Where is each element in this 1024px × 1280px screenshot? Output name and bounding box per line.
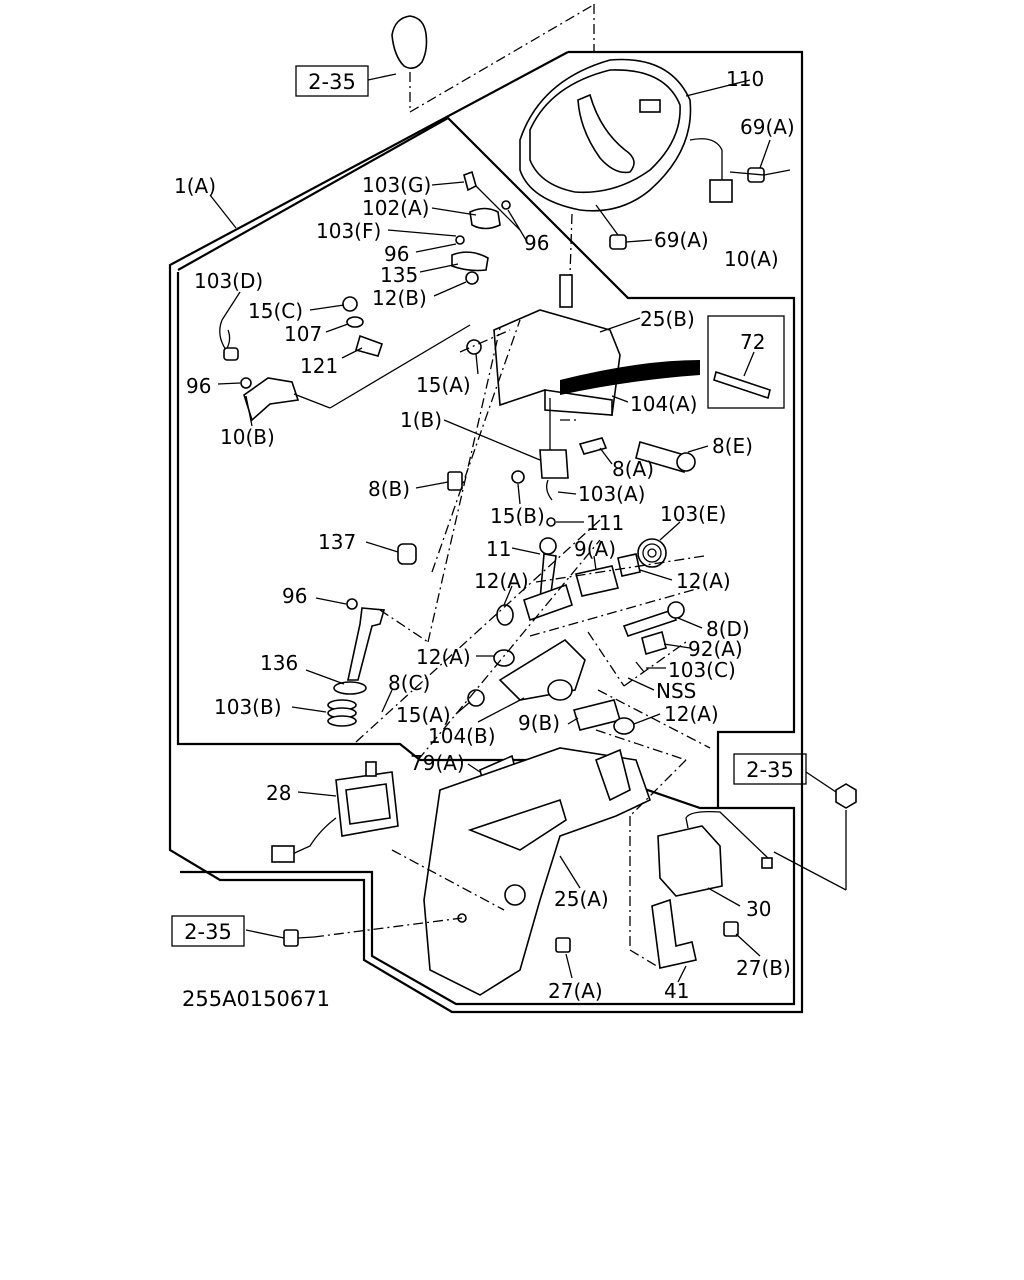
bushing-137 [397, 543, 417, 565]
callout-nss: NSS [656, 679, 696, 703]
bolt-27a [555, 937, 571, 953]
callout-9b: 9(B) [518, 711, 560, 735]
callout-103b: 103(B) [214, 695, 282, 719]
callout-12b: 12(B) [372, 286, 427, 310]
inset-box-72 [707, 315, 785, 409]
selector-rod-136 [327, 598, 386, 727]
callout-121: 121 [300, 354, 338, 378]
callout-8a: 8(A) [612, 457, 654, 481]
drawing-number: 255A0150671 [182, 987, 330, 1011]
callout-103c: 103(C) [668, 658, 736, 682]
callout-96-c: 96 [186, 374, 211, 398]
page-ref-right[interactable]: 2-35 [733, 753, 807, 785]
callout-8d: 8(D) [706, 617, 750, 641]
bracket-25b [493, 274, 700, 416]
indicator-cover-110 [519, 58, 733, 212]
lever-1b [511, 398, 696, 501]
callout-25b: 25(B) [640, 307, 695, 331]
callout-104b: 104(B) [428, 724, 496, 748]
callout-10a: 10(A) [724, 247, 779, 271]
callout-1b: 1(B) [400, 408, 442, 432]
callout-15a-upper: 15(A) [416, 373, 471, 397]
callout-9a: 9(A) [574, 537, 616, 561]
upper-link-group [451, 170, 521, 285]
callout-12a-right: 12(A) [676, 569, 731, 593]
callout-69a-upper: 69(A) [740, 115, 795, 139]
callout-28: 28 [266, 781, 291, 805]
solenoid-28 [271, 761, 399, 863]
callout-135: 135 [380, 263, 418, 287]
nut-2-35-right [835, 783, 857, 809]
control-unit-30 [651, 810, 773, 969]
assembly-boundary-1b [176, 272, 718, 810]
callout-72: 72 [740, 330, 765, 354]
callout-136: 136 [260, 651, 298, 675]
callout-25a: 25(A) [554, 887, 609, 911]
callout-12a-left: 12(A) [474, 569, 529, 593]
callout-27b: 27(B) [736, 956, 791, 980]
callout-11: 11 [486, 537, 511, 561]
bolt-69a-upper [729, 167, 791, 183]
callout-15c: 15(C) [248, 299, 303, 323]
callout-8b: 8(B) [368, 477, 410, 501]
callout-1a: 1(A) [174, 174, 216, 198]
callout-103f: 103(F) [316, 219, 381, 243]
callout-27a: 27(A) [548, 979, 603, 1003]
callout-104a: 104(A) [630, 392, 697, 416]
callout-96-b: 96 [384, 242, 409, 266]
callout-111: 111 [586, 511, 624, 535]
svg-text:2-35: 2-35 [184, 920, 232, 944]
spring-103e [637, 538, 667, 568]
bolt-8b [447, 471, 463, 491]
callout-96-a: 96 [524, 231, 549, 255]
callout-103d: 103(D) [194, 269, 263, 293]
callout-79a: 79(A) [410, 751, 465, 775]
page-ref-bottom[interactable]: 2-35 [171, 915, 245, 947]
leader-lines [209, 73, 837, 983]
lever-104b [467, 638, 635, 735]
bolt-69a-lower [595, 204, 627, 250]
callout-107: 107 [284, 322, 322, 346]
assembly-boundary-1a [168, 50, 804, 1014]
base-bracket-25a [423, 747, 651, 996]
callout-8c: 8(C) [388, 671, 430, 695]
callout-103a: 103(A) [578, 482, 645, 506]
bolt-2-35-lower [283, 929, 315, 947]
shaft-group-upper [496, 537, 641, 626]
callout-41: 41 [664, 979, 689, 1003]
callout-92a: 92(A) [688, 637, 743, 661]
callout-8e: 8(E) [712, 434, 753, 458]
page-ref-top[interactable]: 2-35 [295, 65, 369, 97]
callout-15a-lower: 15(A) [396, 703, 451, 727]
bolt-27b [723, 921, 739, 937]
svg-text:2-35: 2-35 [746, 758, 794, 782]
connection-lines [313, 3, 847, 969]
callout-15b: 15(B) [490, 504, 545, 528]
callout-10b: 10(B) [220, 425, 275, 449]
callout-103g: 103(G) [362, 173, 431, 197]
callout-96-d: 96 [282, 584, 307, 608]
callout-labels: 110 69(A) 69(A) 10(A) 1(A) 103(G) 102(A)… [174, 67, 795, 1003]
callout-102a: 102(A) [362, 196, 429, 220]
left-small-parts [219, 296, 471, 422]
ball-111 [546, 517, 556, 527]
shift-knob [391, 15, 428, 112]
callout-137: 137 [318, 530, 356, 554]
callout-12a-lower: 12(A) [664, 702, 719, 726]
callout-110: 110 [726, 67, 764, 91]
svg-text:2-35: 2-35 [308, 70, 356, 94]
nut-15a-upper [466, 339, 482, 355]
callout-69a-lower: 69(A) [654, 228, 709, 252]
callout-103e: 103(E) [660, 502, 726, 526]
callout-12a-mid: 12(A) [416, 645, 471, 669]
bolt-8d [622, 601, 685, 673]
callout-30: 30 [746, 897, 771, 921]
